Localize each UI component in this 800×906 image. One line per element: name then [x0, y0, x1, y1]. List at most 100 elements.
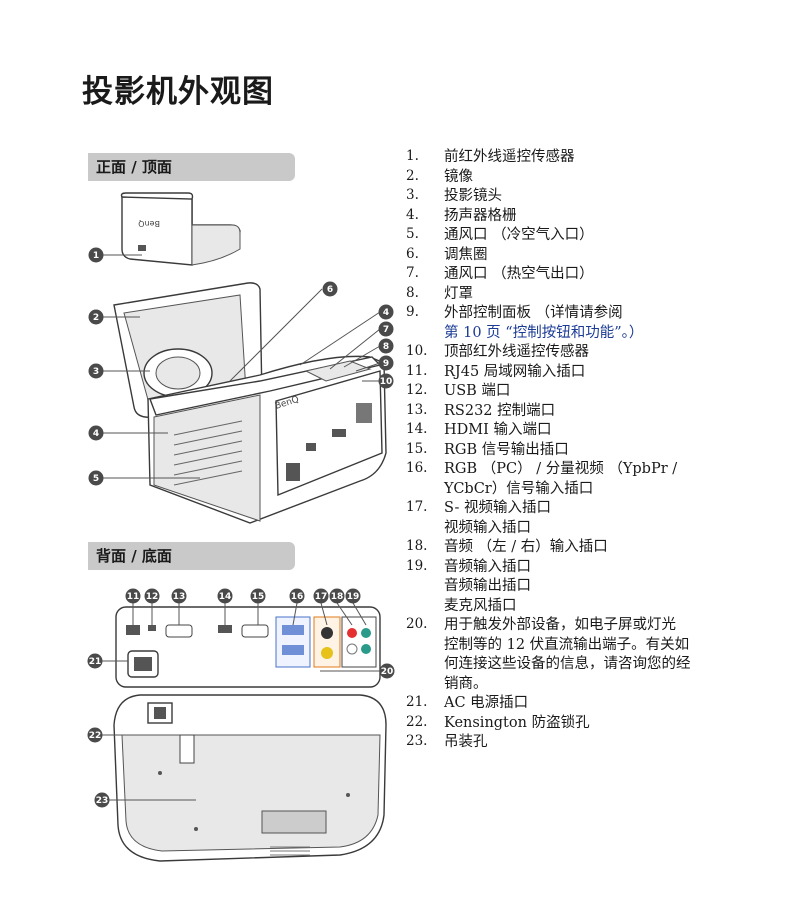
item-number: 18.: [406, 538, 428, 554]
item-text: RGB 信号输出插口: [444, 441, 569, 458]
svg-text:2: 2: [93, 313, 99, 323]
item-number: 4.: [406, 206, 419, 223]
item-number: 1.: [406, 148, 419, 164]
svg-text:5: 5: [93, 474, 99, 484]
item-text: 何连接这些设备的信息，请咨询您的经: [444, 656, 691, 672]
callout-4b: 4: [378, 304, 394, 320]
callout-18: 18: [329, 588, 345, 604]
item-text: 前红外线遥控传感器: [444, 149, 575, 165]
parts-list-item: 15. RGB 信号输出插口: [406, 441, 726, 461]
callout-16: 16: [289, 588, 305, 604]
parts-list-item: 6.调焦圈: [406, 246, 726, 266]
item-number: 11.: [406, 362, 428, 379]
item-number: 17.: [406, 499, 428, 515]
item-text: YCbCr）信号输入插口: [444, 480, 594, 497]
svg-text:9: 9: [383, 359, 389, 369]
callout-3: 3: [88, 363, 104, 379]
item-text: S- 视频输入插口: [444, 500, 551, 516]
svg-text:21: 21: [89, 657, 102, 667]
item-text: 外部控制面板 （详情请参阅: [444, 305, 623, 321]
item-text: 通风口 （冷空气入口）: [444, 227, 594, 243]
item-text: USB 端口: [444, 383, 511, 399]
svg-text:3: 3: [93, 367, 99, 377]
parts-list-item: 3. 投影镜头: [406, 187, 726, 207]
svg-text:4: 4: [383, 308, 389, 318]
callout-7: 7: [378, 321, 394, 337]
parts-list-item: 16.RGB （PC） / 分量视频 （YpbPr /YCbCr）信号输入插口: [406, 460, 726, 499]
item-number: 20.: [406, 616, 428, 632]
item-number: 14.: [406, 421, 428, 437]
item-text: 用于触发外部设备，如电子屏或灯光: [444, 617, 676, 633]
callout-22: 22: [87, 727, 103, 743]
parts-list-item: 13. RS232 控制端口: [406, 402, 726, 422]
parts-list-item: 9. 外部控制面板 （详情请参阅第 10 页 “控制按钮和功能”。）: [406, 304, 726, 343]
item-text: 镜像: [444, 168, 473, 185]
parts-list-item: 4.扬声器格栅: [406, 207, 726, 227]
item-text: 视频输入插口: [444, 519, 531, 536]
parts-list-item: 12.USB 端口: [406, 382, 726, 402]
svg-text:19: 19: [347, 592, 360, 602]
section-header-back-bottom: 背面 / 底面: [88, 542, 295, 570]
callout-11: 11: [125, 588, 141, 604]
item-text: 麦克风插口: [444, 597, 517, 614]
item-number: 19.: [406, 557, 428, 574]
parts-list-item: 17. S- 视频输入插口视频输入插口: [406, 499, 726, 538]
svg-text:14: 14: [219, 592, 232, 602]
callout-17: 17: [313, 588, 329, 604]
svg-text:13: 13: [173, 592, 186, 602]
callout-19: 19: [345, 588, 361, 604]
item-text: 销商。: [444, 675, 488, 692]
callout-9: 9: [378, 355, 394, 371]
callout-15: 15: [250, 588, 266, 604]
callout-12: 12: [144, 588, 160, 604]
section-header-front-top: 正面 / 顶面: [88, 153, 295, 181]
callout-20: 20: [379, 663, 395, 679]
back-bottom-illustration: 11 12 13 14 15 16 17 18 19 20 21 22 23: [87, 588, 395, 862]
callout-14: 14: [217, 588, 233, 604]
svg-text:22: 22: [89, 731, 102, 741]
item-number: 21.: [406, 694, 428, 710]
parts-list-item: 1. 前红外线遥控传感器: [406, 148, 726, 168]
item-text: 灯罩: [444, 285, 473, 302]
item-number: 5.: [406, 226, 419, 242]
item-text: 顶部红外线遥控传感器: [444, 344, 589, 360]
callout-6: 6: [322, 281, 338, 297]
svg-text:6: 6: [327, 285, 333, 295]
callout-10: 10: [378, 373, 394, 389]
parts-list-item: 19.音频输入插口音频输出插口麦克风插口: [406, 558, 726, 617]
svg-text:7: 7: [383, 325, 389, 335]
item-text: 通风口 （热空气出口）: [444, 266, 594, 282]
callout-8: 8: [378, 338, 394, 354]
item-text: 吊装孔: [444, 734, 488, 750]
callout-23: 23: [94, 792, 110, 808]
svg-text:8: 8: [383, 342, 389, 352]
parts-list-item: 11.RJ45 局域网输入插口: [406, 363, 726, 383]
front-top-illustration: BenQ BenQ 1 2 3 4 5 6 4 7 8 9 10: [88, 192, 394, 524]
parts-list-item: 7. 通风口 （热空气出口）: [406, 265, 726, 285]
item-number: 10.: [406, 343, 428, 359]
parts-list-item: 8.灯罩: [406, 285, 726, 305]
item-number: 15.: [406, 440, 428, 457]
item-text: AC 电源插口: [444, 695, 529, 711]
svg-text:4: 4: [93, 429, 99, 439]
callout-1: 1: [88, 247, 104, 263]
brand-logo-top: BenQ: [138, 219, 160, 228]
parts-list-item: 18.音频 （左 / 右）输入插口: [406, 538, 726, 558]
item-text: Kensington 防盗锁孔: [444, 714, 590, 731]
item-number: 7.: [406, 265, 419, 281]
item-number: 3.: [406, 187, 419, 203]
parts-list-item: 10. 顶部红外线遥控传感器: [406, 343, 726, 363]
page-title: 投影机外观图: [82, 74, 274, 110]
svg-text:15: 15: [252, 592, 265, 602]
item-number: 9.: [406, 304, 419, 320]
svg-text:10: 10: [380, 377, 393, 387]
item-text: 控制等的 12 伏直流输出端子。有关如: [444, 636, 690, 653]
item-text: RS232 控制端口: [444, 402, 556, 419]
item-number: 13.: [406, 401, 428, 418]
item-text: 投影镜头: [444, 188, 502, 204]
cross-reference-link[interactable]: 第 10 页 “控制按钮和功能”。）: [444, 324, 644, 341]
callout-4: 4: [88, 425, 104, 441]
item-number: 16.: [406, 460, 428, 476]
parts-list-item: 21. AC 电源插口: [406, 694, 726, 714]
